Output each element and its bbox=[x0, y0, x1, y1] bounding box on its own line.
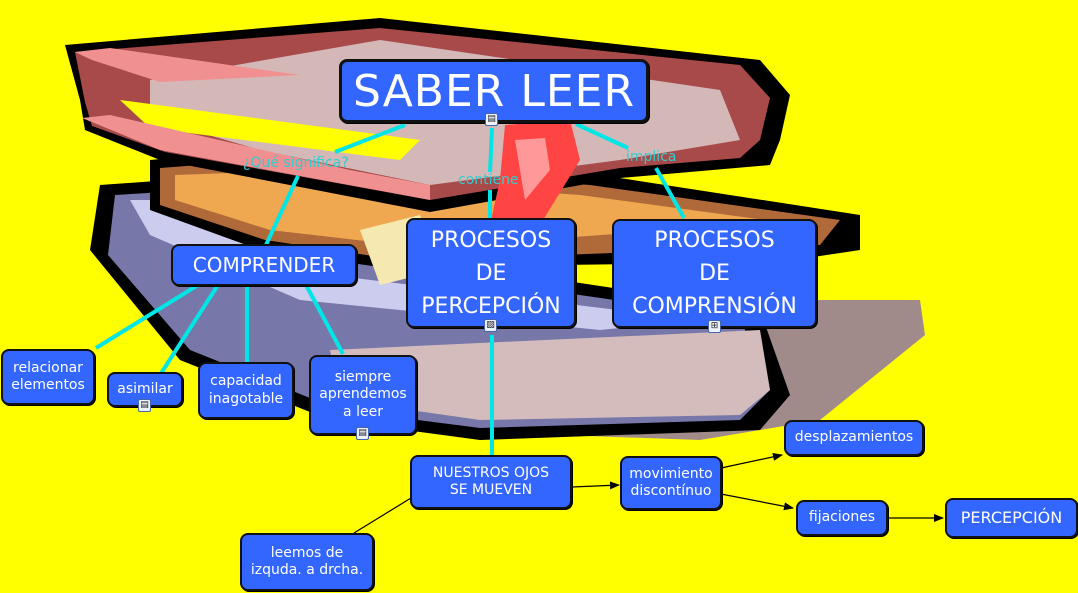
concept-siempre-aprendemos[interactable]: siempre aprendemos a leer bbox=[309, 355, 417, 435]
connector-title-contiene bbox=[488, 127, 494, 173]
connector-comprender-relacionar bbox=[94, 283, 200, 350]
arrow-movimiento-desplazamientos bbox=[720, 452, 783, 469]
concept-saber-leer[interactable]: SABER LEER bbox=[339, 59, 649, 123]
connector-que-significa-comprender bbox=[264, 175, 300, 246]
concept-fijaciones[interactable]: fijaciones bbox=[796, 500, 888, 536]
link-label-implica: implica bbox=[626, 149, 677, 165]
connector-comprender-asimilar bbox=[156, 283, 220, 380]
document-icon[interactable]: ▤ bbox=[485, 113, 498, 126]
concept-relacionar-elementos[interactable]: relacionar elementos bbox=[1, 349, 95, 405]
ribbon-highlight bbox=[515, 138, 550, 200]
arrows bbox=[353, 452, 944, 534]
top-book-bookmark bbox=[120, 100, 420, 160]
concept-comprender[interactable]: COMPRENDER bbox=[171, 244, 357, 286]
concept-leemos-izquierda-derecha[interactable]: leemos de izquda. a drcha. bbox=[240, 533, 374, 591]
image-icon[interactable]: ▨ bbox=[484, 319, 497, 332]
arrow-ojos-movimiento bbox=[571, 481, 620, 490]
link-label-que-significa: ¿Qué significa? bbox=[243, 155, 349, 171]
connectors bbox=[94, 122, 686, 455]
concept-nuestros-ojos-se-mueven[interactable]: NUESTROS OJOS SE MUEVEN bbox=[410, 455, 572, 509]
concept-capacidad-inagotable[interactable]: capacidad inagotable bbox=[198, 362, 294, 419]
connector-comprender-siempre bbox=[304, 284, 345, 355]
concept-procesos-percepcion[interactable]: PROCESOS DE PERCEPCIÓN bbox=[406, 218, 576, 328]
concept-procesos-comprension[interactable]: PROCESOS DE COMPRENSIÓN bbox=[612, 219, 817, 328]
bottom-book-pages bbox=[330, 330, 770, 420]
concept-map-icon[interactable]: ⊞ bbox=[708, 320, 721, 333]
connector-title-implica bbox=[575, 122, 629, 150]
connector-title-que-significa bbox=[334, 123, 406, 154]
link-label-contiene: contiene bbox=[458, 172, 519, 188]
line-ojos-leemos bbox=[353, 497, 412, 534]
top-book-lower-edge bbox=[82, 115, 430, 200]
concept-percepcion[interactable]: PERCEPCIÓN bbox=[945, 498, 1078, 538]
top-book-edge bbox=[75, 48, 300, 82]
document-icon[interactable]: ▤ bbox=[356, 427, 369, 440]
concept-movimiento-discontinuo[interactable]: movimiento discontínuo bbox=[620, 456, 722, 510]
concept-desplazamientos[interactable]: desplazamientos bbox=[784, 420, 924, 456]
connector-implica-procesos-comprension bbox=[654, 167, 686, 219]
document-icon[interactable]: ▤ bbox=[138, 399, 151, 412]
arrow-movimiento-fijaciones bbox=[720, 493, 794, 511]
